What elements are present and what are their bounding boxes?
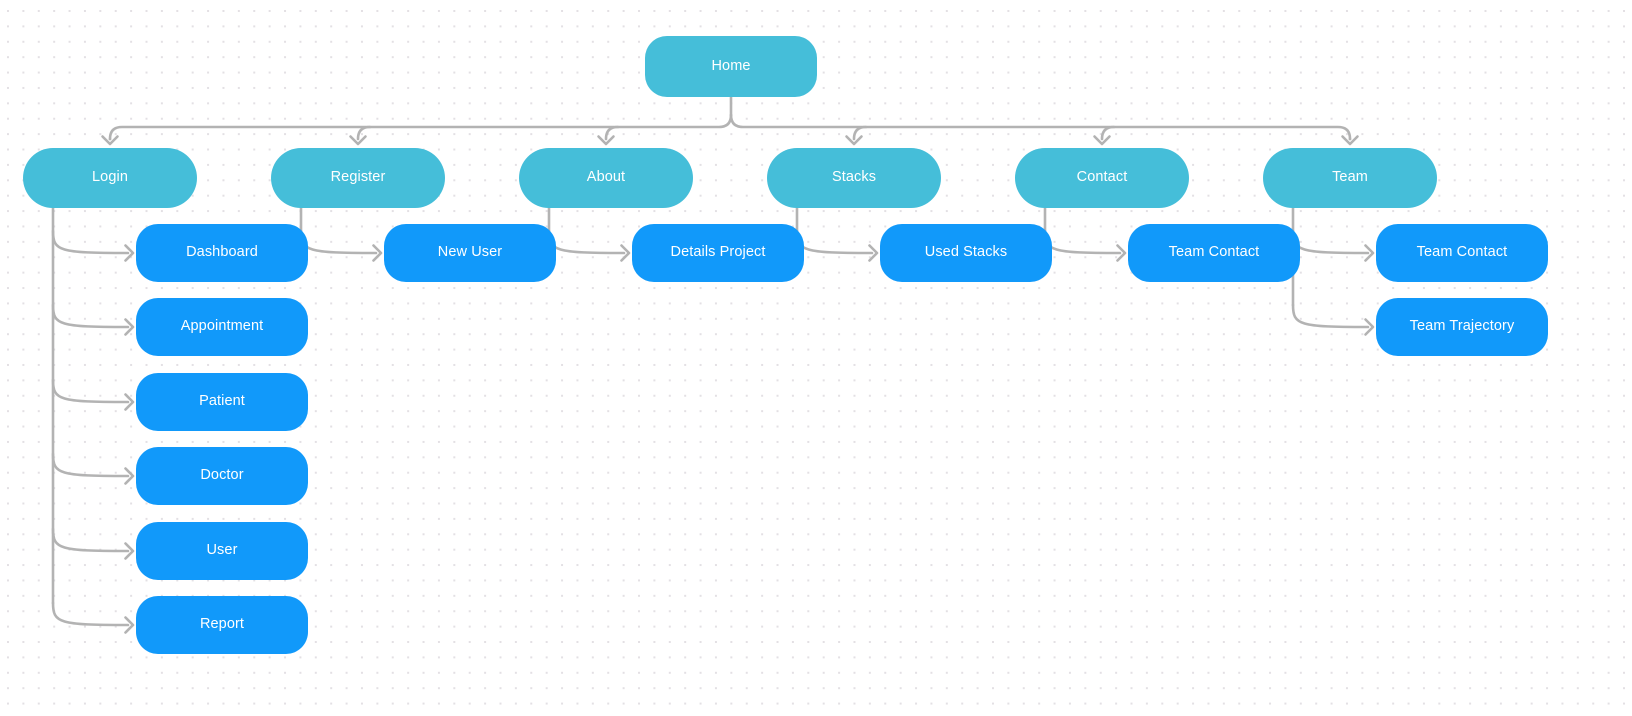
node-label: Used Stacks xyxy=(924,244,1008,261)
node-label: Register xyxy=(330,169,386,186)
node-level2-used-stacks[interactable]: Used Stacks xyxy=(880,224,1052,282)
node-level1-stacks[interactable]: Stacks xyxy=(767,148,941,208)
node-level2-doctor[interactable]: Doctor xyxy=(136,447,308,505)
arrowhead-right-patient xyxy=(124,393,135,411)
node-label: Login xyxy=(92,169,128,186)
arrowhead-right-team-trajectory xyxy=(1364,318,1375,336)
node-label: User xyxy=(206,542,238,559)
node-label: Contact xyxy=(1076,169,1128,186)
edge-bus-right xyxy=(729,113,1352,141)
node-level2-report[interactable]: Report xyxy=(136,596,308,654)
arrowhead-right-used-stacks xyxy=(868,244,879,262)
node-root-home[interactable]: Home xyxy=(645,36,817,97)
node-level1-register[interactable]: Register xyxy=(271,148,445,208)
edge-branch-login-dashboard xyxy=(51,229,130,255)
arrowhead-down-login xyxy=(101,135,119,146)
arrowhead-right-team-contact xyxy=(1116,244,1127,262)
node-label: Doctor xyxy=(200,467,244,484)
edge-bus-drop-stacks xyxy=(852,125,868,141)
edge-branch-team-team-trajectory xyxy=(1291,303,1370,329)
node-label: New User xyxy=(437,244,503,261)
arrowhead-right-details-project xyxy=(620,244,631,262)
arrowhead-down-team xyxy=(1341,135,1359,146)
node-level2-new-user[interactable]: New User xyxy=(384,224,556,282)
arrowhead-right-user xyxy=(124,542,135,560)
node-level1-contact[interactable]: Contact xyxy=(1015,148,1189,208)
arrowhead-right-new-user xyxy=(372,244,383,262)
arrowhead-right-doctor xyxy=(124,467,135,485)
edge-branch-contact-team-contact xyxy=(1043,229,1122,255)
node-level2-patient[interactable]: Patient xyxy=(136,373,308,431)
node-level2-team-contact[interactable]: Team Contact xyxy=(1128,224,1300,282)
arrowhead-down-register xyxy=(349,135,367,146)
edge-bus-left xyxy=(108,113,733,141)
edge-branch-stacks-used-stacks xyxy=(795,229,874,255)
node-label: About xyxy=(586,169,626,186)
node-level1-about[interactable]: About xyxy=(519,148,693,208)
node-label: Team Contact xyxy=(1168,244,1260,261)
arrowhead-right-dashboard xyxy=(124,244,135,262)
edge-branch-login-patient xyxy=(51,378,130,404)
node-level2-user[interactable]: User xyxy=(136,522,308,580)
arrowhead-right-appointment xyxy=(124,318,135,336)
node-label: Stacks xyxy=(831,169,877,186)
node-label: Details Project xyxy=(670,244,766,261)
arrowhead-right-team-contact xyxy=(1364,244,1375,262)
edge-branch-login-report xyxy=(51,601,130,627)
arrowhead-right-report xyxy=(124,616,135,634)
arrowhead-down-contact xyxy=(1093,135,1111,146)
node-label: Patient xyxy=(199,393,245,410)
node-label: Team Contact xyxy=(1416,244,1508,261)
node-label: Home xyxy=(711,57,751,74)
edge-branch-login-appointment xyxy=(51,303,130,329)
edge-bus-drop-about xyxy=(604,125,620,141)
node-level1-login[interactable]: Login xyxy=(23,148,197,208)
edge-bus-drop-contact xyxy=(1100,125,1116,141)
edge-branch-login-user xyxy=(51,527,130,553)
arrowhead-down-stacks xyxy=(845,135,863,146)
node-label: Dashboard xyxy=(186,244,258,261)
node-label: Team Trajectory xyxy=(1409,318,1515,335)
node-level2-appointment[interactable]: Appointment xyxy=(136,298,308,356)
node-label: Report xyxy=(199,616,245,633)
node-level2-team-contact[interactable]: Team Contact xyxy=(1376,224,1548,282)
node-level2-team-trajectory[interactable]: Team Trajectory xyxy=(1376,298,1548,356)
node-label: Team xyxy=(1332,169,1368,186)
node-level2-dashboard[interactable]: Dashboard xyxy=(136,224,308,282)
node-level2-details-project[interactable]: Details Project xyxy=(632,224,804,282)
arrowhead-down-about xyxy=(597,135,615,146)
node-level1-team[interactable]: Team xyxy=(1263,148,1437,208)
edge-branch-register-new-user xyxy=(299,229,378,255)
node-label: Appointment xyxy=(180,318,264,335)
edge-branch-login-doctor xyxy=(51,452,130,478)
edge-bus-drop-register xyxy=(356,125,372,141)
edge-branch-about-details-project xyxy=(547,229,626,255)
edge-branch-team-team-contact xyxy=(1291,229,1370,255)
